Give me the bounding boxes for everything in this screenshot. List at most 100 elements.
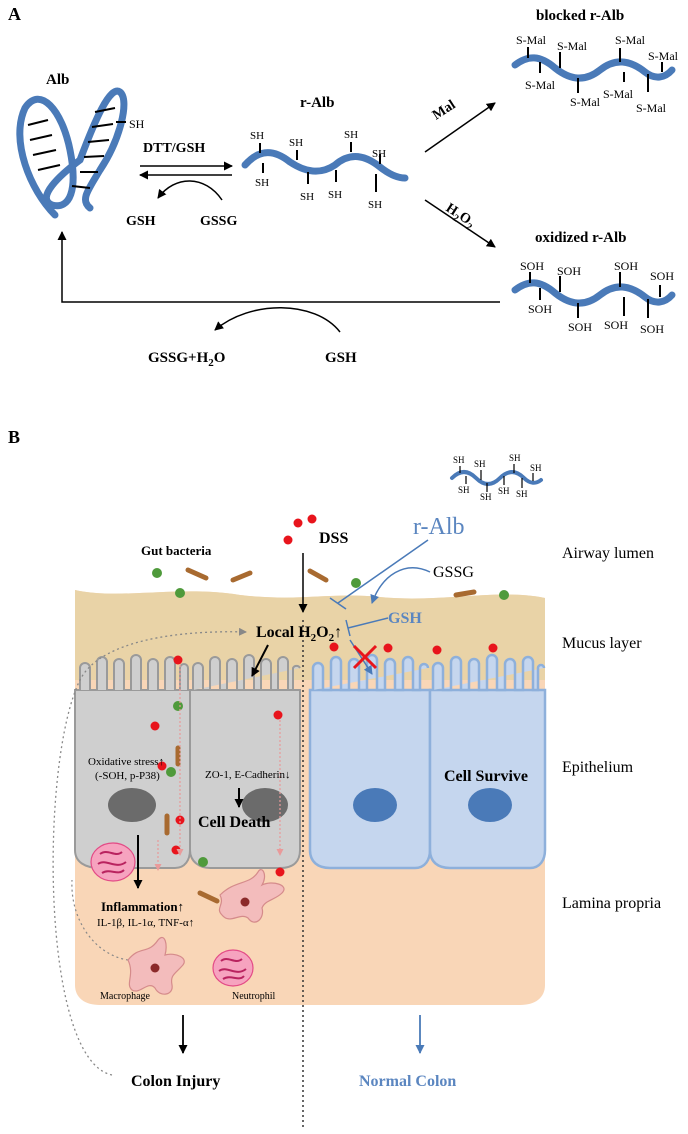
- dss-dot: [273, 710, 283, 720]
- bacteria-dot: [198, 857, 208, 867]
- mal-arrow: [424, 102, 496, 153]
- cell-survive-label: Cell Survive: [444, 768, 528, 785]
- h2o2-to-cells-arrow: [251, 644, 269, 677]
- epithelium-label: Epithelium: [562, 759, 634, 776]
- gsh-to-gssg-arrow: [214, 307, 341, 333]
- gsh-inhibit-bar: [345, 619, 351, 637]
- damaged-epithelial-cells: [74, 654, 301, 869]
- bacteria-rod: [197, 890, 220, 904]
- gssg-h2o-label: GSSG+H2O: [148, 350, 225, 369]
- dss-dot: [275, 867, 285, 877]
- ralb-chain-icon: SH SH SH SH SH SH SH SH: [450, 453, 543, 502]
- mucus-layer-region: [75, 590, 545, 680]
- bacteria-rods: [164, 567, 477, 904]
- sh-label: SH: [453, 455, 465, 465]
- local-h2o2-label: Local H2O2↑: [256, 624, 342, 644]
- neutrophil-cell: [212, 949, 254, 987]
- sh-label: SH: [516, 489, 528, 499]
- soh-label: SOH: [520, 259, 544, 273]
- oxidized-albumin-chain: [511, 272, 676, 318]
- gut-bacteria-particles: [152, 568, 509, 867]
- sh-label: SH: [372, 148, 386, 160]
- macrophage-cell: [218, 869, 285, 923]
- panel-b-label: B: [8, 427, 20, 447]
- smal-label: S-Mal: [636, 101, 667, 115]
- smal-label: S-Mal: [648, 49, 679, 63]
- oxidative-stress-label: Oxidative stress↑: [88, 756, 164, 768]
- macrophage-cell: [127, 936, 185, 995]
- sh-label: SH: [474, 459, 486, 469]
- healthy-epithelial-cells: [308, 653, 547, 870]
- sh-label: SH: [509, 453, 521, 463]
- airway-lumen-label: Airway lumen: [562, 545, 654, 562]
- smal-label: S-Mal: [570, 95, 601, 109]
- sh-label: SH: [344, 129, 358, 141]
- mal-label: Mal: [430, 98, 458, 124]
- soh-label: SOH: [640, 322, 664, 336]
- gssg-b-label: GSSG: [433, 564, 474, 581]
- gsh-b-label: GSH: [388, 610, 422, 627]
- gsh-inhibit-line: [347, 617, 389, 629]
- ralb-label: r-Alb: [300, 95, 334, 111]
- pink-dotted-arrows: [154, 665, 284, 871]
- dss-dot: [171, 845, 181, 855]
- cytokines-label: IL-1β, IL-1α, TNF-α↑: [97, 917, 194, 929]
- h2o2-sub: 2: [450, 213, 460, 225]
- soh-label: SOH: [528, 302, 552, 316]
- dss-dot: [283, 535, 293, 545]
- gsh-bottom-label: GSH: [325, 350, 357, 366]
- dss-dot: [329, 642, 339, 652]
- soh-label: SOH: [614, 259, 638, 273]
- dss-dot: [383, 643, 393, 653]
- gssg-to-gsh-arrow: [157, 180, 223, 201]
- bacteria-dot: [175, 588, 185, 598]
- bacteria-rod: [307, 568, 329, 583]
- dss-dot: [173, 655, 183, 665]
- ralb-inhibit-bar: [329, 597, 347, 610]
- dss-dot: [307, 514, 317, 524]
- ralb-sh-labels: SH SH SH SH SH SH SH SH: [250, 129, 386, 211]
- soh-label: SOH: [604, 318, 628, 332]
- mucus-layer-label: Mucus layer: [562, 635, 642, 652]
- bacteria-rod: [453, 589, 477, 598]
- panel-a: A Alb SH DTT/GSH GSH GS: [8, 4, 679, 369]
- dss-dot: [432, 645, 442, 655]
- sh-label: SH: [328, 189, 342, 201]
- dss-particles: [150, 514, 498, 877]
- bacteria-rod: [230, 570, 253, 583]
- dss-dot: [293, 518, 303, 528]
- feedback-branch: [71, 879, 129, 961]
- soh-labels: SOH SOH SOH SOH SOH SOH SOH SOH: [520, 259, 674, 336]
- sh-label: SH: [498, 486, 510, 496]
- sh-label: SH: [368, 199, 382, 211]
- gssg-to-gsh-arrow-b: [370, 567, 431, 604]
- bacteria-rod: [185, 567, 209, 581]
- soh-label: SOH: [557, 264, 581, 278]
- panel-a-label: A: [8, 4, 21, 24]
- ralb-inhibit-line: [337, 539, 429, 604]
- svg-text:H2O2: H2O2: [441, 201, 477, 233]
- zo1-label: ZO-1, E-Cadherin↓: [205, 769, 291, 781]
- bacteria-dot: [499, 590, 509, 600]
- bacteria-dot: [166, 767, 176, 777]
- dss-dot: [157, 761, 167, 771]
- blocked-ralb-label: blocked r-Alb: [536, 8, 624, 24]
- panel-b: B: [8, 427, 661, 1130]
- sh-label: SH: [458, 485, 470, 495]
- folded-albumin: [16, 87, 128, 219]
- lamina-propria-label: Lamina propria: [562, 895, 661, 912]
- alb-label: Alb: [46, 72, 69, 88]
- h2o2-sub: 2: [464, 221, 474, 233]
- dss-label: DSS: [319, 530, 348, 547]
- gut-bacteria-label: Gut bacteria: [141, 543, 212, 558]
- sh-label: SH: [530, 463, 542, 473]
- normal-colon-label: Normal Colon: [359, 1073, 456, 1090]
- soh-p38-label: (-SOH, p-P38): [95, 770, 160, 782]
- dss-dot: [150, 721, 160, 731]
- reduced-albumin-chain: [241, 142, 409, 192]
- h2o2-arrow: [424, 199, 496, 248]
- smal-label: S-Mal: [557, 39, 588, 53]
- oxidized-ralb-label: oxidized r-Alb: [535, 230, 627, 246]
- neutrophil-cell: [90, 842, 136, 882]
- neutrophil-label: Neutrophil: [232, 991, 276, 1002]
